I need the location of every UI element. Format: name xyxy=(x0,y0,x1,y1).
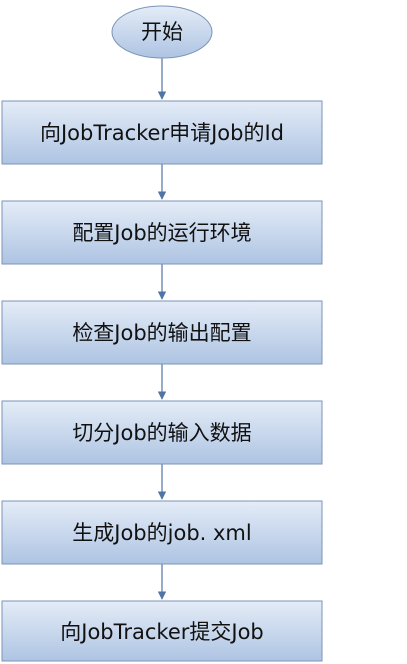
process-label: 切分Job的输入数据 xyxy=(72,421,251,445)
process-label: 向JobTracker申请Job的Id xyxy=(40,121,284,145)
process-box xyxy=(1,500,323,565)
process-box xyxy=(1,400,323,465)
process-step-2: 配置Job的运行环境 xyxy=(1,200,323,265)
process-step-1: 向JobTracker申请Job的Id xyxy=(1,100,323,165)
process-label: 向JobTracker提交Job xyxy=(60,620,264,644)
process-label: 配置Job的运行环境 xyxy=(72,221,251,245)
process-step-5: 生成Job的job. xml xyxy=(1,500,323,565)
start-ellipse xyxy=(111,5,213,59)
process-box xyxy=(1,100,323,165)
process-step-6: 向JobTracker提交Job xyxy=(1,600,323,662)
process-label: 检查Job的输出配置 xyxy=(72,321,251,345)
start-label: 开始 xyxy=(141,20,183,44)
process-box xyxy=(1,300,323,365)
process-label: 生成Job的job. xml xyxy=(72,521,251,545)
process-box xyxy=(1,200,323,265)
process-box xyxy=(1,600,323,662)
start-node: 开始 xyxy=(111,5,213,59)
process-step-3: 检查Job的输出配置 xyxy=(1,300,323,365)
process-step-4: 切分Job的输入数据 xyxy=(1,400,323,465)
